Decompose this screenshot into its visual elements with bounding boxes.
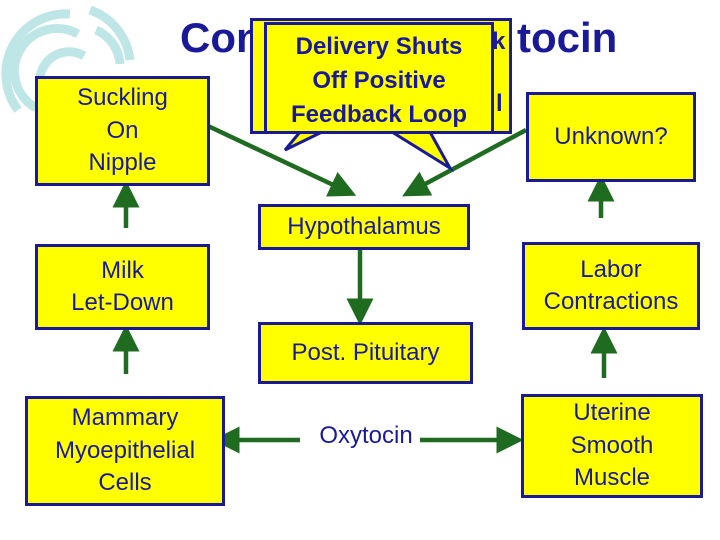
post-pituitary-label: Post. Pituitary	[291, 338, 440, 366]
uterine-label: Uterine Smooth Muscle	[570, 399, 654, 492]
arrow-unknown-hypothalamus	[402, 128, 528, 197]
mammary-label: Mammary Myoepithelial Cells	[54, 404, 196, 497]
hypothalamus-box: Hypothalamus	[258, 204, 470, 250]
callout-peek-top: k	[492, 28, 506, 55]
arrow-suckling-hypothalamus	[207, 123, 357, 197]
milk-letdown-box: Milk Let-Down	[35, 244, 210, 330]
milk-letdown-label: Milk Let-Down	[71, 256, 174, 316]
mammary-box: Mammary Myoepithelial Cells	[25, 396, 225, 506]
labor-label: Labor Contractions	[543, 255, 679, 315]
callout-peek-mid: l	[496, 90, 503, 117]
unknown-label: Unknown?	[554, 122, 668, 150]
uterine-box: Uterine Smooth Muscle	[521, 394, 703, 498]
suckling-box: Suckling On Nipple	[35, 76, 210, 186]
suckling-label: Suckling On Nipple	[77, 84, 168, 177]
hypothalamus-label: Hypothalamus	[287, 212, 441, 240]
title-right: tocin	[517, 14, 618, 61]
callout-box	[264, 22, 494, 134]
oxytocin-box: Oxytocin	[296, 410, 436, 462]
title-left: Con	[180, 14, 262, 61]
unknown-box: Unknown?	[526, 92, 696, 182]
labor-box: Labor Contractions	[522, 242, 700, 330]
callout-text: Delivery Shuts Off Positive Feedback Loo…	[290, 33, 468, 129]
oxytocin-label: Oxytocin	[319, 421, 413, 449]
post-pituitary-box: Post. Pituitary	[258, 322, 473, 384]
